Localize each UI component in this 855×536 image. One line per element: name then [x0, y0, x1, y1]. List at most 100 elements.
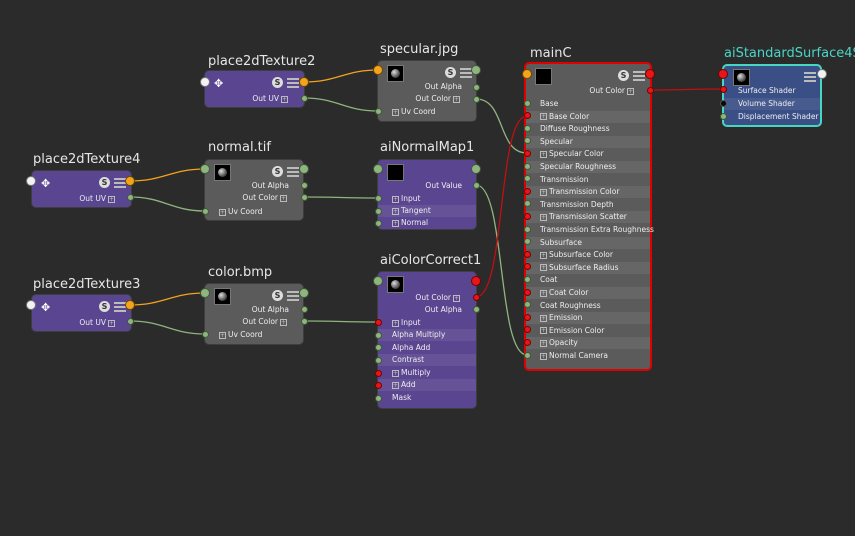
connection-port[interactable]: [645, 69, 655, 79]
connection-port[interactable]: [374, 343, 382, 351]
out-alpha-attr[interactable]: Out Alpha: [251, 305, 289, 314]
mainc-attr-diffuse-roughness[interactable]: Diffuse Roughness: [540, 124, 610, 134]
aiNormalMap1-node[interactable]: Out Value +Input +Tangent +Normal: [377, 159, 477, 230]
place2dTexture2-node[interactable]: ✥ S Out UV+: [204, 70, 305, 108]
mainc-attr-base[interactable]: Base: [540, 99, 559, 108]
connection-port[interactable]: [374, 318, 382, 326]
mainc-attr-coat-roughness[interactable]: Coat Roughness: [540, 300, 601, 310]
expand-icon[interactable]: +: [392, 108, 399, 116]
expand-icon[interactable]: +: [392, 219, 399, 227]
out-uv-attr[interactable]: Out UV+: [79, 318, 115, 327]
attribute-list-icon[interactable]: [287, 76, 299, 89]
connection-port[interactable]: [125, 176, 135, 186]
connection-port[interactable]: [719, 99, 727, 107]
connection-port[interactable]: [200, 288, 210, 298]
connection-port[interactable]: [26, 176, 36, 186]
connection-port[interactable]: [523, 301, 531, 309]
expand-icon[interactable]: +: [219, 208, 226, 216]
expand-icon[interactable]: +: [540, 327, 547, 335]
input-attr[interactable]: +Input: [392, 194, 421, 203]
expand-icon[interactable]: +: [392, 207, 399, 215]
connection-port[interactable]: [523, 212, 531, 220]
expand-icon[interactable]: +: [392, 369, 399, 377]
mainc-attr-normal-camera[interactable]: +Normal Camera: [540, 351, 608, 360]
out-color-attr[interactable]: Out Color+: [242, 193, 287, 202]
mainc-attr-transmission-color[interactable]: +Transmission Color: [526, 186, 650, 199]
expand-icon[interactable]: +: [627, 87, 634, 95]
connection-port[interactable]: [523, 175, 531, 183]
expand-icon[interactable]: +: [280, 194, 287, 202]
connection-port[interactable]: [646, 86, 654, 94]
out-value-attr[interactable]: Out Value: [425, 181, 462, 190]
volume-shader-attr[interactable]: Volume Shader: [724, 98, 820, 110]
expand-icon[interactable]: +: [540, 251, 547, 259]
connection-port[interactable]: [719, 112, 727, 120]
connection-port[interactable]: [201, 330, 209, 338]
connection-port[interactable]: [374, 331, 382, 339]
connection-port[interactable]: [374, 369, 382, 377]
connection-port[interactable]: [718, 69, 728, 79]
connection-port[interactable]: [200, 164, 210, 174]
connection-port[interactable]: [300, 317, 308, 325]
displacement-shader-attr[interactable]: Displacement Shader: [738, 112, 819, 121]
uv-coord-attr[interactable]: +Uv Coord: [392, 107, 436, 116]
connection-port[interactable]: [126, 317, 134, 325]
uv-coord-attr[interactable]: +Uv Coord: [219, 207, 263, 216]
connection-port[interactable]: [471, 65, 481, 75]
expand-icon[interactable]: +: [540, 150, 547, 158]
mainc-attr-emission[interactable]: +Emission: [526, 312, 650, 325]
connection-port[interactable]: [300, 94, 308, 102]
connection-port[interactable]: [817, 69, 827, 79]
connection-port[interactable]: [373, 276, 383, 286]
mainc-attr-transmission[interactable]: Transmission: [540, 174, 589, 184]
expand-icon[interactable]: +: [281, 95, 288, 103]
connection-port[interactable]: [523, 187, 531, 195]
connection-port[interactable]: [373, 164, 383, 174]
connection-port[interactable]: [374, 394, 382, 402]
out-uv-attr[interactable]: Out UV+: [252, 94, 288, 103]
out-alpha-attr[interactable]: Out Alpha: [424, 82, 462, 91]
out-uv-attr[interactable]: Out UV+: [79, 194, 115, 203]
normal-node[interactable]: S Out Alpha Out Color+ +Uv Coord: [204, 159, 304, 221]
connection-port[interactable]: [299, 77, 309, 87]
attribute-list-icon[interactable]: [633, 69, 645, 82]
specular-node[interactable]: S Out Alpha Out Color+ +Uv Coord: [377, 60, 477, 122]
input-attr[interactable]: +Input: [392, 318, 421, 327]
place2dTexture3-node[interactable]: ✥ S Out UV+: [31, 294, 132, 332]
mainc-attr-transmission-depth[interactable]: Transmission Depth: [540, 199, 614, 209]
connection-port[interactable]: [523, 250, 531, 258]
expand-icon[interactable]: +: [540, 264, 547, 272]
multiply-attr[interactable]: +Multiply: [392, 368, 431, 377]
expand-icon[interactable]: +: [540, 188, 547, 196]
attribute-list-icon[interactable]: [114, 300, 126, 313]
connection-port[interactable]: [125, 300, 135, 310]
connection-port[interactable]: [472, 83, 480, 91]
connection-port[interactable]: [523, 200, 531, 208]
aiColorCorrect1-node[interactable]: Out Color+ Out Alpha +Input Alpha Multip…: [377, 271, 477, 409]
connection-port[interactable]: [299, 164, 309, 174]
out-alpha-attr[interactable]: Out Alpha: [251, 181, 289, 190]
connection-port[interactable]: [523, 124, 531, 132]
mainc-attr-transmission-scatter[interactable]: +Transmission Scatter: [526, 211, 650, 224]
connection-port[interactable]: [719, 85, 727, 93]
expand-icon[interactable]: +: [392, 319, 399, 327]
uv-coord-attr[interactable]: +Uv Coord: [219, 330, 263, 339]
out-alpha-attr[interactable]: Out Alpha: [424, 305, 462, 314]
connection-port[interactable]: [374, 207, 382, 215]
connection-port[interactable]: [472, 95, 480, 103]
connection-port[interactable]: [374, 356, 382, 364]
connection-port[interactable]: [201, 207, 209, 215]
expand-icon[interactable]: +: [540, 314, 547, 322]
place2dTexture4-node[interactable]: ✥ S Out UV+: [31, 170, 132, 208]
connection-port[interactable]: [300, 193, 308, 201]
expand-icon[interactable]: +: [108, 195, 115, 203]
connection-port[interactable]: [523, 275, 531, 283]
shading-group-node[interactable]: Surface Shader Volume Shader Displacemen…: [722, 64, 822, 127]
connection-port[interactable]: [523, 162, 531, 170]
expand-icon[interactable]: +: [392, 195, 399, 203]
mainc-attr-subsurface-color[interactable]: +Subsurface Color: [540, 250, 613, 260]
connection-port[interactable]: [523, 263, 531, 271]
connection-port[interactable]: [523, 99, 531, 107]
connection-port[interactable]: [374, 381, 382, 389]
connection-port[interactable]: [299, 288, 309, 298]
